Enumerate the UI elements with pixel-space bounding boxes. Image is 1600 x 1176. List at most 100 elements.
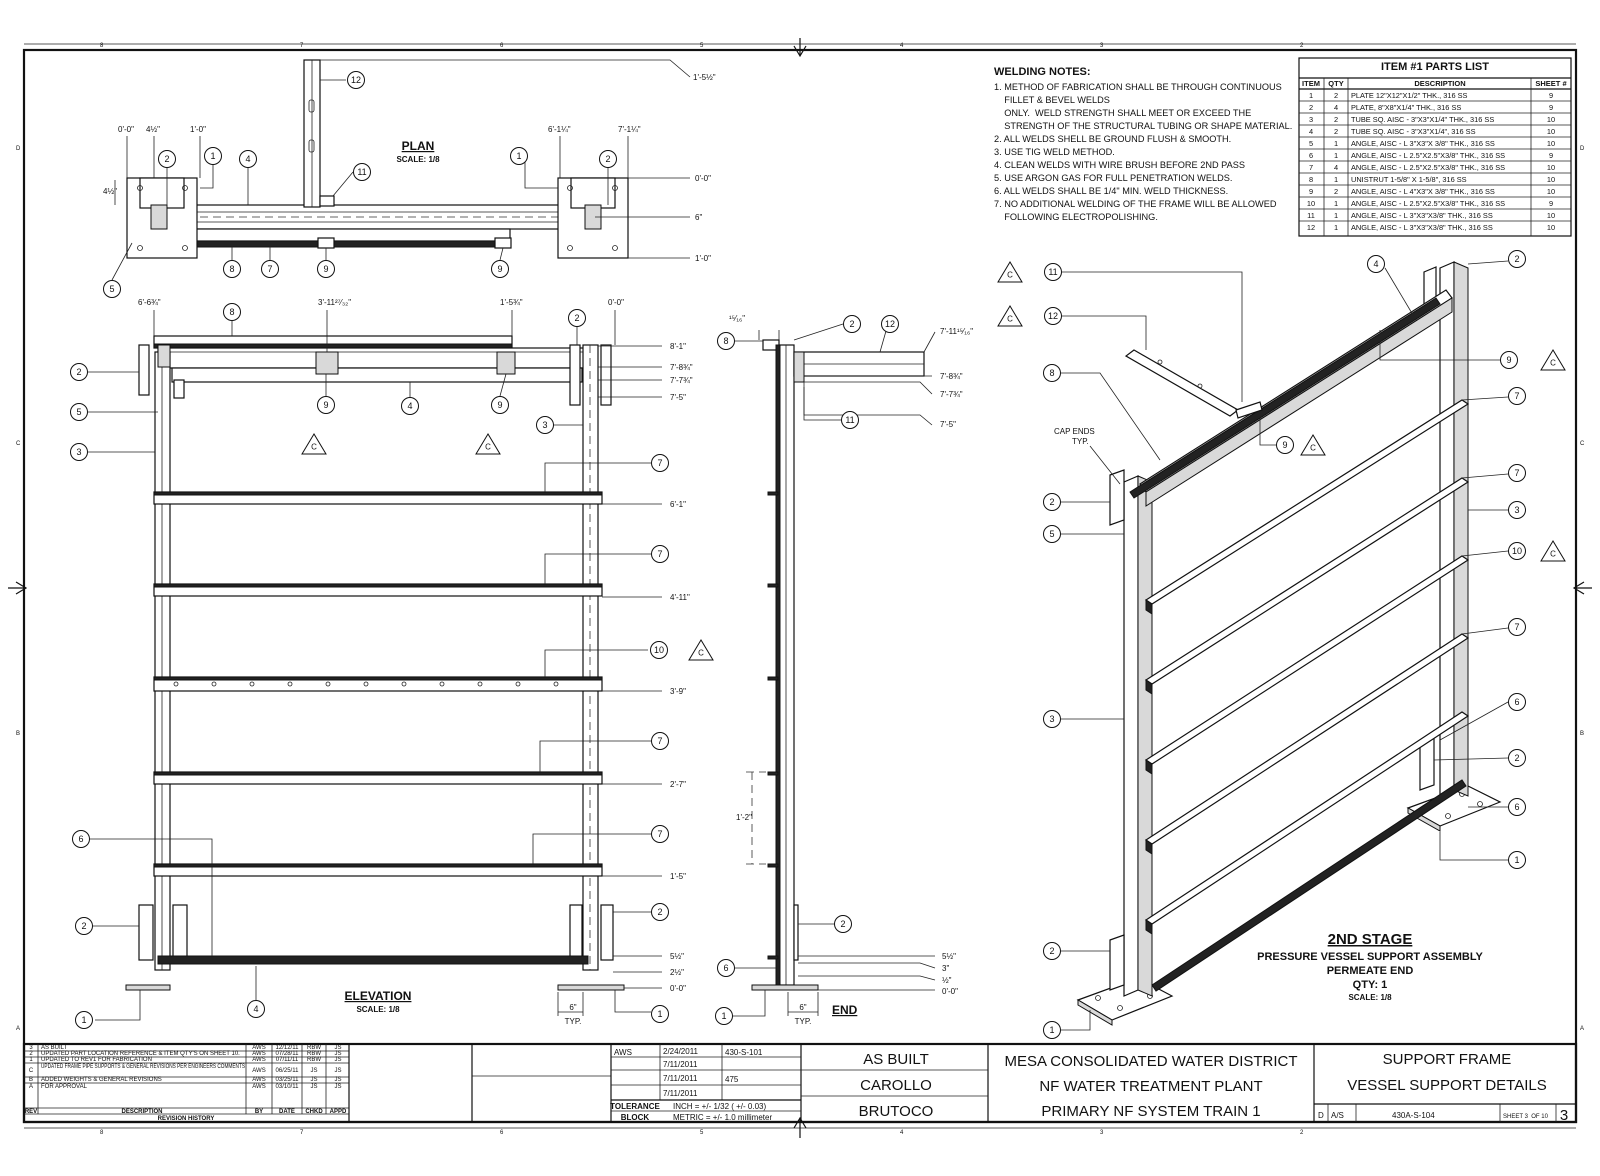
- svg-text:ANGLE, AISC - L 2.5"X2.5"X3/8": ANGLE, AISC - L 2.5"X2.5"X3/8" THK., 316…: [1351, 163, 1505, 172]
- center-mark-right-icon: [1572, 581, 1592, 595]
- shelf-holes: [173, 681, 559, 687]
- elev-dim-r10: 5½": [670, 952, 684, 961]
- tolerance-inch: INCH = +/- 1/32 ( +/- 0.03): [673, 1102, 766, 1111]
- svg-text:7: 7: [1514, 391, 1519, 401]
- iso-balloon-11: 11: [1044, 263, 1062, 281]
- svg-text:C: C: [1550, 359, 1556, 368]
- elev-callout-c-1: C: [301, 433, 327, 455]
- svg-text:JS: JS: [310, 1077, 317, 1083]
- svg-text:C: C: [29, 1068, 34, 1074]
- iso-balloon-9b: 9: [1276, 436, 1294, 454]
- plan-dim-r1: 1'-5½": [693, 73, 716, 82]
- parts-header-description: DESCRIPTION: [1414, 79, 1465, 88]
- plan-balloon-9a: 9: [317, 260, 335, 278]
- revision-header-chkd: CHKD: [305, 1109, 323, 1115]
- svg-text:10: 10: [1547, 115, 1555, 124]
- elev-dim-r12: 0'-0": [670, 984, 686, 993]
- svg-text:03/25/11: 03/25/11: [276, 1077, 300, 1083]
- revision-row: A FOR APPROVAL AWS 03/10/11 JS JS: [29, 1084, 342, 1090]
- svg-text:7: 7: [1514, 468, 1519, 478]
- plan-dim-d0: 0'-0": [118, 125, 134, 134]
- svg-text:12: 12: [885, 319, 895, 329]
- svg-text:10: 10: [1547, 187, 1555, 196]
- svg-text:10: 10: [1307, 199, 1315, 208]
- project-line-2: NF WATER TREATMENT PLANT: [1039, 1078, 1262, 1095]
- svg-text:6: 6: [1309, 151, 1313, 160]
- svg-text:6: 6: [1514, 802, 1519, 812]
- svg-text:12: 12: [1307, 223, 1315, 232]
- iso-balloon-2c: 2: [1508, 250, 1526, 268]
- svg-text:ANGLE, AISC - L 2.5"X2.5"X3/8": ANGLE, AISC - L 2.5"X2.5"X3/8" THK., 316…: [1351, 199, 1505, 208]
- svg-text:2: 2: [840, 919, 845, 929]
- elev-dim-r7: 3'-9": [670, 687, 686, 696]
- elev-balloon-2c: 2: [75, 917, 93, 935]
- svg-text:7: 7: [1309, 163, 1313, 172]
- svg-text:2: 2: [1334, 187, 1338, 196]
- welding-note-line: FOLLOWING ELECTROPOLISHING.: [994, 212, 1158, 222]
- iso-balloon-3a: 3: [1043, 710, 1061, 728]
- iso-balloon-6a: 6: [1508, 693, 1526, 711]
- end-dim-typ2: TYP.: [795, 1017, 812, 1026]
- iso-subtitle-1: PRESSURE VESSEL SUPPORT ASSEMBLY: [1257, 951, 1483, 963]
- svg-text:1: 1: [1309, 91, 1313, 100]
- svg-text:ANGLE, AISC - L 3"X3"X 3/8" TH: ANGLE, AISC - L 3"X3"X 3/8" THK., 316 SS: [1351, 139, 1495, 148]
- tolerance-label-1: TOLERANCE: [610, 1102, 660, 1111]
- iso-balloon-2d: 2: [1508, 749, 1526, 767]
- svg-text:UNISTRUT 1-5/8" X 1-5/8", 316: UNISTRUT 1-5/8" X 1-5/8", 316 SS: [1351, 175, 1467, 184]
- iso-balloon-1a: 1: [1043, 1021, 1061, 1039]
- elev-dim-r8: 2'-7": [670, 780, 686, 789]
- elev-balloon-9a: 9: [317, 396, 335, 414]
- iso-cap-note-2: TYP.: [1072, 437, 1089, 446]
- revision-row: C UPDATED FRAME PIPE SUPPORTS & GENERAL …: [29, 1064, 342, 1074]
- zone-bottom-6: 6: [500, 1130, 504, 1136]
- svg-text:10: 10: [1512, 546, 1522, 556]
- zone-top-4: 4: [900, 43, 904, 49]
- project-line-1: MESA CONSOLIDATED WATER DISTRICT: [1004, 1053, 1297, 1070]
- welding-note-line: 1. METHOD OF FABRICATION SHALL BE THROUG…: [994, 82, 1282, 92]
- iso-cap-note-1: CAP ENDS: [1054, 427, 1095, 436]
- iso-balloon-12: 12: [1044, 307, 1062, 325]
- svg-text:07/11/11: 07/11/11: [276, 1057, 299, 1063]
- svg-text:1: 1: [1334, 211, 1338, 220]
- svg-text:3: 3: [1514, 505, 1519, 515]
- parts-list: ITEM #1 PARTS LIST ITEM QTY DESCRIPTION …: [1298, 57, 1572, 237]
- svg-text:PLATE, 8"X8"X1/4" THK., 316 SS: PLATE, 8"X8"X1/4" THK., 316 SS: [1351, 103, 1461, 112]
- iso-balloon-1b: 1: [1508, 851, 1526, 869]
- svg-text:RBW: RBW: [307, 1057, 321, 1063]
- welding-note-line: 3. USE TIG WELD METHOD.: [994, 147, 1115, 157]
- elev-dim-t2: 3'-11²⁷⁄₃₂": [318, 298, 351, 307]
- svg-text:2: 2: [1514, 254, 1519, 264]
- svg-text:3: 3: [542, 420, 547, 430]
- elev-dim-r2: 7'-8¾": [670, 363, 693, 372]
- title-block: 3 AS BUILT AWS 12/12/11 RBW JS 2 UPDATED…: [22, 1042, 1578, 1124]
- plan-balloon-2a: 2: [158, 150, 176, 168]
- svg-text:2: 2: [657, 907, 662, 917]
- elev-dim-r1: 8'-1": [670, 342, 686, 351]
- elev-balloon-3a: 3: [70, 443, 88, 461]
- svg-text:JS: JS: [334, 1077, 341, 1083]
- contractor-value: BRUTOCO: [859, 1103, 934, 1120]
- svg-text:12: 12: [351, 75, 361, 85]
- elev-balloon-1a: 1: [75, 1011, 93, 1029]
- plan-dim-r2: 0'-0": [695, 174, 711, 183]
- elev-balloon-10: 10: [650, 641, 668, 659]
- revision-row: 2 UPDATED PART LOCATION REFERENCE & ITEM…: [29, 1051, 341, 1057]
- elev-balloon-8: 8: [223, 303, 241, 321]
- elev-balloon-7c: 7: [651, 732, 669, 750]
- revision-row: 1 UPDATED TO REV1 FOR FABRICATION AWS 07…: [29, 1057, 341, 1063]
- svg-text:5: 5: [109, 284, 114, 294]
- elev-dim-r11: 2½": [670, 968, 684, 977]
- svg-text:9: 9: [1506, 355, 1511, 365]
- svg-text:6: 6: [723, 963, 728, 973]
- project-block: MESA CONSOLIDATED WATER DISTRICT NF WATE…: [1004, 1044, 1315, 1122]
- tolerance-label-2: BLOCK: [621, 1113, 650, 1122]
- svg-text:6: 6: [1514, 697, 1519, 707]
- parts-rows: 1 2 PLATE 12"X12"X1/2" THK., 316 SS 9 2 …: [1299, 91, 1571, 232]
- svg-text:7: 7: [657, 549, 662, 559]
- welding-notes-title: WELDING NOTES:: [994, 66, 1091, 78]
- svg-text:C: C: [1310, 444, 1316, 453]
- elevation-scale: SCALE: 1/8: [356, 1005, 400, 1014]
- iso-callout-c-1: C: [997, 261, 1023, 283]
- parts-row: 6 1 ANGLE, AISC - L 2.5"X2.5"X3/8" THK.,…: [1309, 151, 1553, 160]
- svg-text:AWS: AWS: [252, 1068, 265, 1074]
